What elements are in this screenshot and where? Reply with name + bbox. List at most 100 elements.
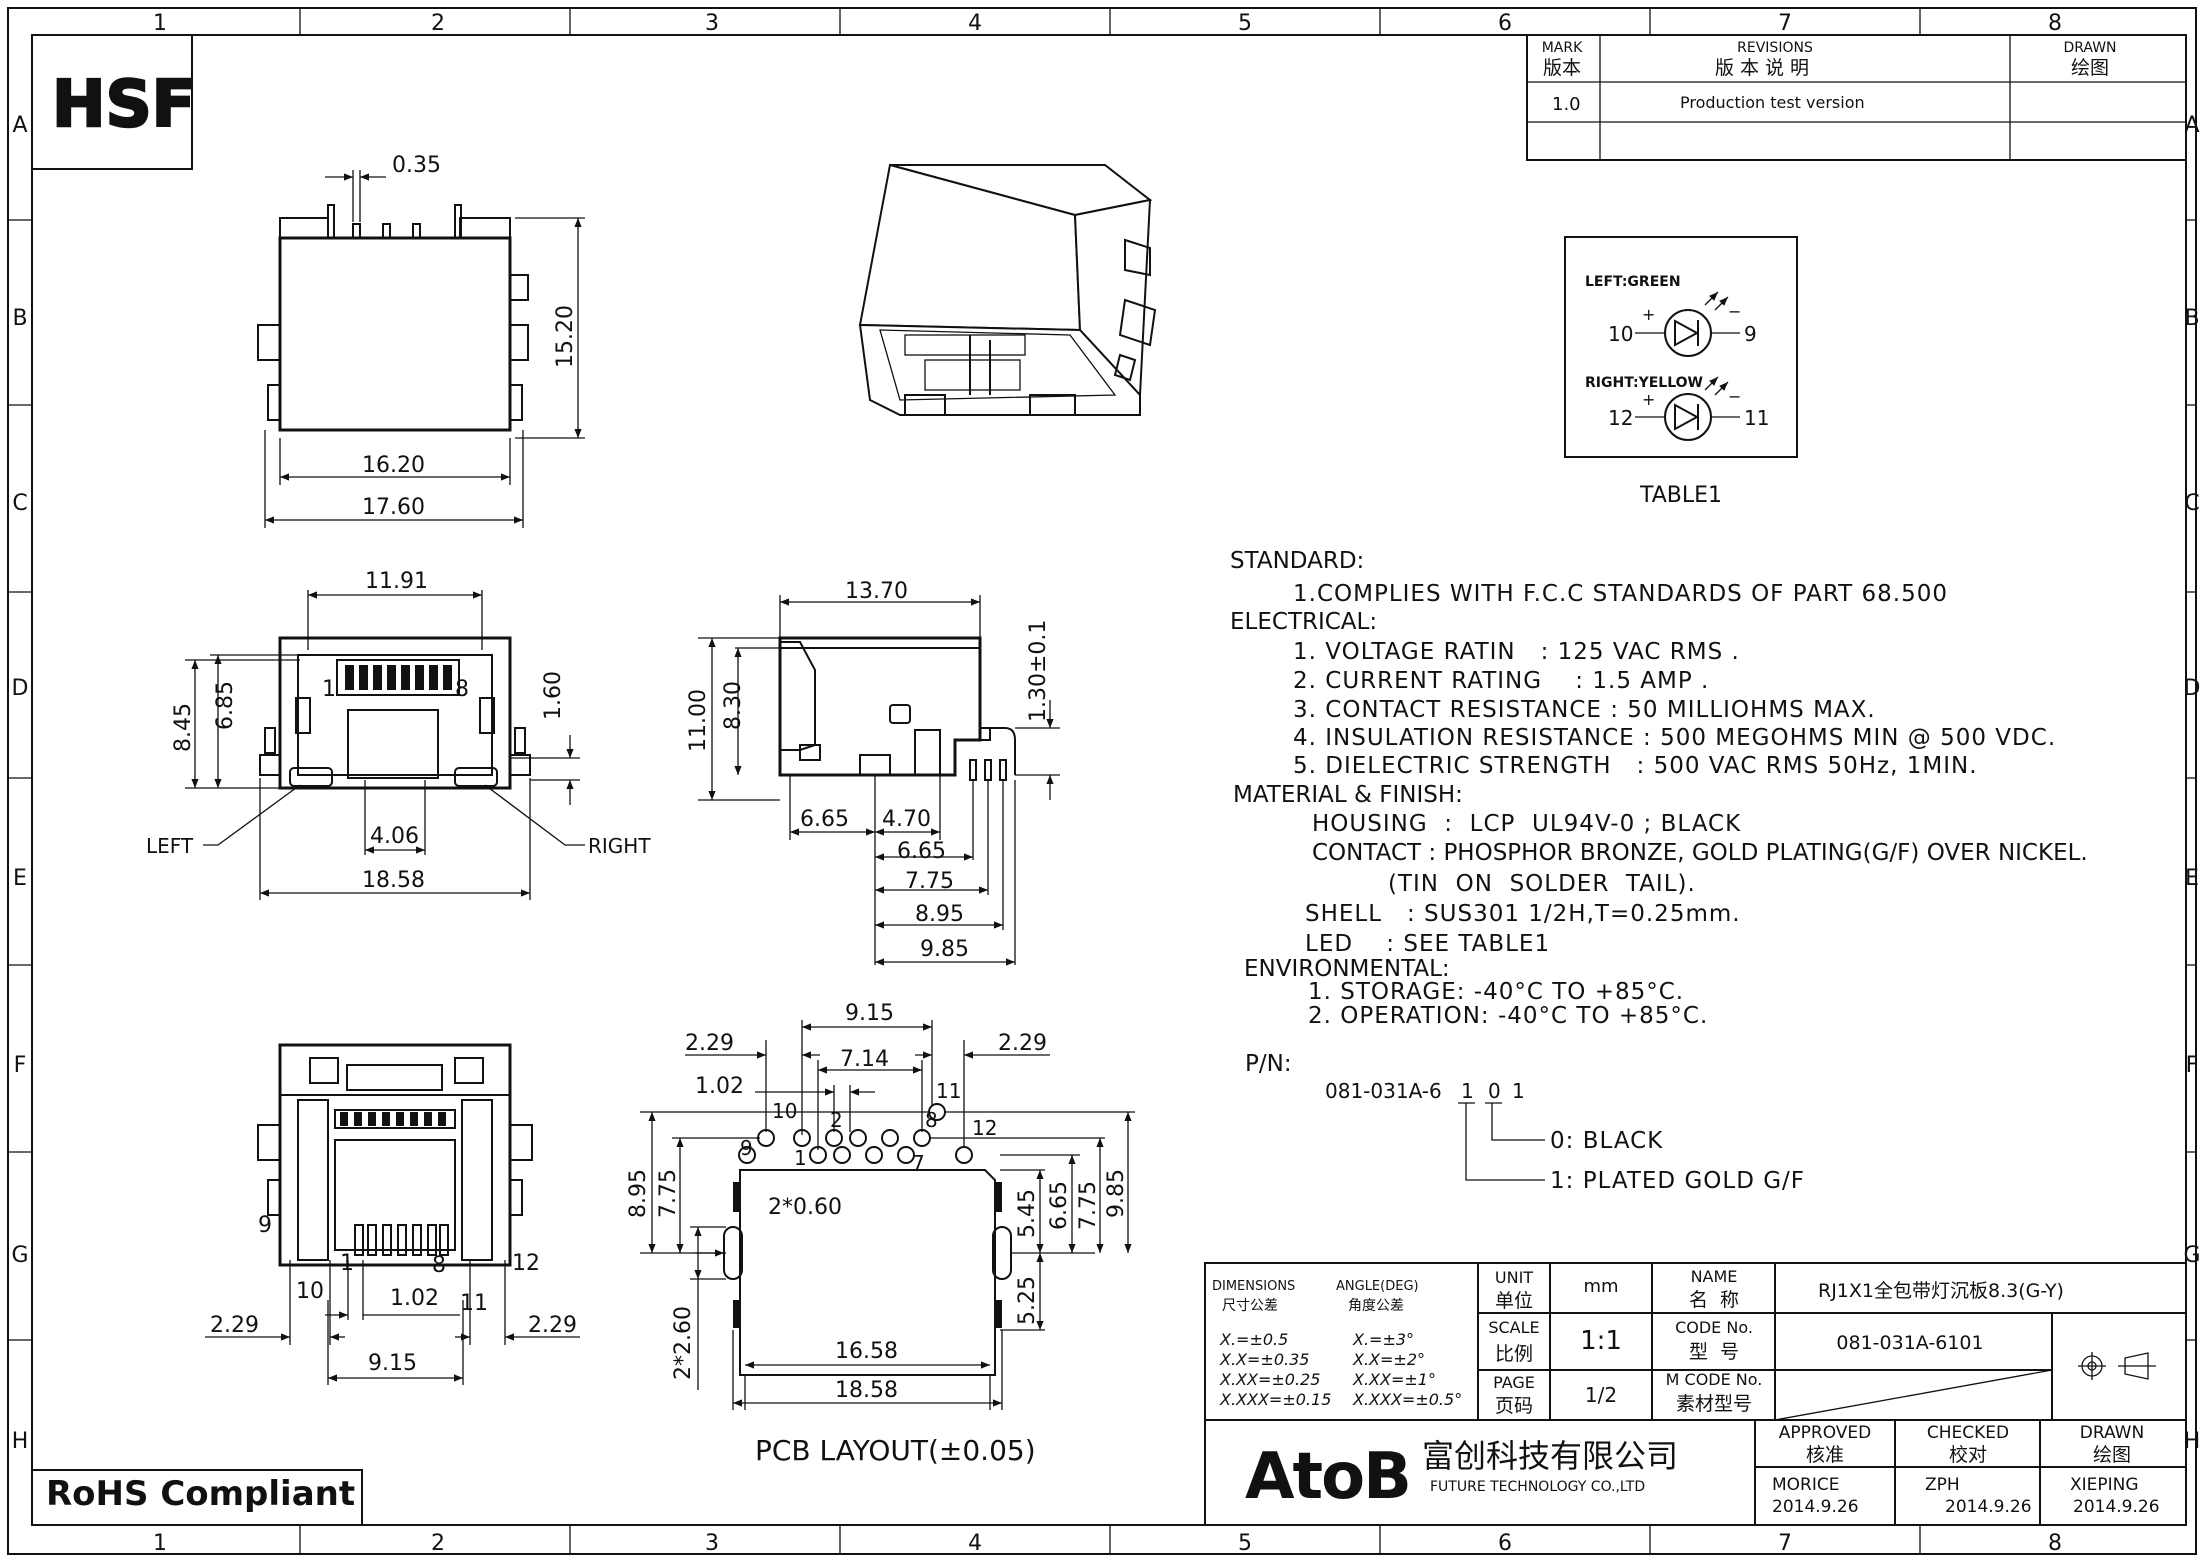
pcb-pin-10: 10 (772, 1099, 797, 1123)
row-f-left: F (14, 1053, 27, 1078)
bottom-dim-229b: 2.29 (528, 1313, 577, 1338)
pcb-dim-2260: 2*2.60 (671, 1306, 696, 1380)
spec-line: 3. CONTACT RESISTANCE : 50 MILLIOHMS MAX… (1293, 697, 1876, 723)
pcb-pin-9: 9 (740, 1136, 753, 1160)
spec-line: SHELL : SUS301 1/2H,T=0.25mm. (1305, 901, 1741, 927)
tb-drawn-en: DRAWN (2080, 1423, 2144, 1443)
tb-ang-4: X.XXX=±0.5° (1352, 1390, 1462, 1409)
tb-approved-en: APPROVED (1779, 1423, 1872, 1443)
col-1-bottom: 1 (153, 1531, 167, 1556)
col-1-top: 1 (153, 11, 167, 36)
pcb-dim-1658: 16.58 (835, 1339, 898, 1364)
pcb-dim-545: 5.45 (1015, 1189, 1040, 1238)
side-dim-985: 9.85 (920, 937, 969, 962)
tb-mcode-cn: 素材型号 (1676, 1393, 1752, 1415)
tb-approved-by: MORICE (1772, 1475, 1840, 1495)
tb-ang-1: X.=±3° (1352, 1330, 1414, 1349)
pcb-caption: PCB LAYOUT(±0.05) (755, 1434, 1036, 1467)
side-dim-1100: 11.00 (686, 689, 711, 752)
specifications: STANDARD: 1.COMPLIES WITH F.C.C STANDARD… (1230, 548, 2088, 1029)
tb-code-en: CODE No. (1675, 1318, 1753, 1337)
pcb-dim-985: 9.85 (1104, 1169, 1129, 1218)
tb-drawn-by: XIEPING (2070, 1475, 2139, 1495)
title-block: DIMENSIONS 尺寸公差 ANGLE(DEG) 角度公差 X.=±0.5 … (1204, 1262, 2187, 1526)
col-6-top: 6 (1498, 11, 1512, 36)
pn-label: P/N: (1245, 1051, 1292, 1077)
spec-line: 5. DIELECTRIC STRENGTH : 500 VAC RMS 50H… (1293, 753, 1978, 779)
pcb-dim-525: 5.25 (1015, 1276, 1040, 1325)
front-dim-1858: 18.58 (362, 868, 425, 893)
row-markers: A B C D E F G H A B C D E F G H (11, 113, 2200, 1454)
front-label-left: LEFT (146, 834, 194, 858)
led-pin-9: 9 (1744, 322, 1757, 346)
led-plus-2: + (1642, 390, 1655, 409)
projection-symbol (2078, 1352, 2156, 1380)
spec-line: LED : SEE TABLE1 (1305, 931, 1550, 957)
tb-unit-val: mm (1583, 1276, 1618, 1297)
side-dim-665b: 6.65 (897, 839, 946, 864)
part-number: P/N: 081-031A-6 1 0 1 0: BLACK 1: PLATED… (1245, 1051, 1804, 1194)
pn-prefix: 081-031A-6 (1325, 1079, 1442, 1103)
pcb-pin-11: 11 (936, 1079, 961, 1103)
side-dim-665a: 6.65 (800, 807, 849, 832)
pcb-pin-12: 12 (972, 1116, 997, 1140)
pcb-layout: 10 2 8 11 9 12 1 7 9.15 2.29 2.29 7.14 1… (626, 1001, 1135, 1467)
led-table: LEFT:GREEN 10 9 + − RIGHT:YELLOW 12 11 +… (1564, 236, 1798, 508)
col-5-top: 5 (1238, 11, 1252, 36)
rev-mark-en: MARK (1542, 40, 1583, 56)
rev-row-mark: 1.0 (1552, 94, 1581, 115)
pn-digit-1: 1 (1461, 1079, 1474, 1103)
front-pin-8: 8 (455, 677, 469, 702)
rev-mark-cn: 版本 (1543, 57, 1581, 79)
tb-approved-date: 2014.9.26 (1772, 1497, 1859, 1517)
spec-line: 4. INSULATION RESISTANCE : 500 MEGOHMS M… (1293, 725, 2056, 751)
pcb-dim-102: 1.02 (695, 1074, 744, 1099)
pcb-dim-895: 8.95 (626, 1169, 651, 1218)
led-pin-11: 11 (1744, 406, 1769, 430)
col-7-top: 7 (1778, 11, 1792, 36)
top-dim-1760: 17.60 (362, 495, 425, 520)
bottom-pin-12: 12 (512, 1251, 540, 1276)
tb-drawn-date: 2014.9.26 (2073, 1497, 2160, 1517)
rohs-logo: RoHS Compliant (31, 1469, 363, 1526)
front-dim-845: 8.45 (171, 703, 196, 752)
rev-rev-en: REVISIONS (1737, 40, 1813, 56)
pcb-dim-775a: 7.75 (656, 1169, 681, 1218)
led-pin-10: 10 (1608, 322, 1633, 346)
spec-line: ENVIRONMENTAL: (1244, 956, 1450, 982)
drawing-frame (7, 7, 2197, 1555)
tb-scale-cn: 比例 (1495, 1343, 1533, 1365)
tb-approved-cn: 核准 (1806, 1444, 1844, 1466)
bottom-pin-10: 10 (296, 1279, 324, 1304)
tb-tol-2: X.X=±0.35 (1219, 1350, 1309, 1369)
spec-line: 1. VOLTAGE RATIN : 125 VAC RMS . (1293, 639, 1740, 665)
top-dim-1520: 15.20 (553, 305, 578, 368)
rev-drawn-cn: 绘图 (2071, 57, 2109, 79)
bottom-dim-102: 1.02 (390, 1286, 439, 1311)
row-a-left: A (12, 113, 27, 138)
spec-line: 1.COMPLIES WITH F.C.C STANDARDS OF PART … (1293, 581, 1948, 607)
row-h-right: H (2184, 1429, 2201, 1454)
rev-drawn-en: DRAWN (2063, 40, 2116, 56)
pcb-dim-775b: 7.75 (1076, 1181, 1101, 1230)
tb-unit-en: UNIT (1495, 1268, 1533, 1287)
rev-rev-cn: 版 本 说 明 (1715, 57, 1809, 79)
row-d-left: D (12, 676, 29, 701)
tb-code-cn: 型 号 (1689, 1341, 1739, 1363)
spec-line: ELECTRICAL: (1230, 609, 1377, 635)
pn-digit-3: 1 (1512, 1079, 1525, 1103)
side-dim-130: 1.30±0.1 (1026, 620, 1051, 722)
spec-line: 2. CURRENT RATING : 1.5 AMP . (1293, 668, 1709, 694)
tb-angle-cn: 角度公差 (1348, 1298, 1404, 1314)
top-dim-1620: 16.20 (362, 453, 425, 478)
col-5-bottom: 5 (1238, 1531, 1252, 1556)
spec-line: HOUSING : LCP UL94V-0 ; BLACK (1312, 811, 1741, 837)
front-pin-1: 1 (322, 677, 336, 702)
revisions-table: MARK 版本 REVISIONS 版 本 说 明 DRAWN 绘图 1.0 P… (1526, 34, 2187, 161)
side-dim-470: 4.70 (882, 807, 931, 832)
bottom-pin-11: 11 (460, 1291, 488, 1316)
col-4-bottom: 4 (968, 1531, 982, 1556)
top-dim-035: 0.35 (392, 153, 441, 178)
pn-option-0: 0: BLACK (1550, 1128, 1663, 1154)
spec-line: (TIN ON SOLDER TAIL). (1388, 871, 1696, 897)
